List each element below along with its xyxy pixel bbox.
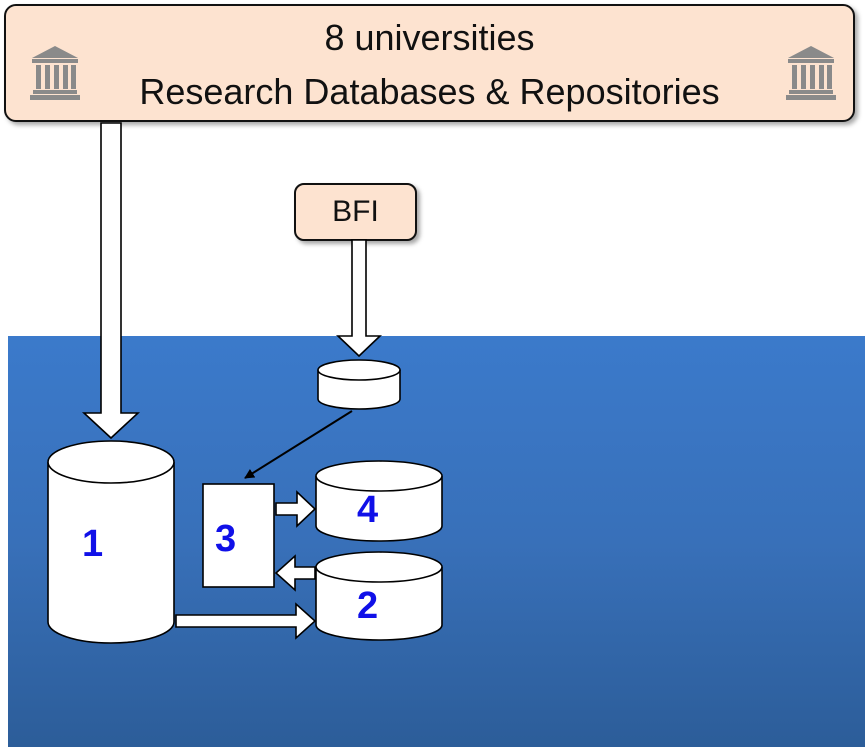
university-building-icon (786, 46, 836, 100)
bfi-database-cylinder (317, 359, 401, 410)
arrow-universities-to-db1 (81, 122, 141, 440)
database-1-cylinder (47, 440, 175, 644)
arrow-process3-to-db4 (275, 490, 317, 528)
arrow-bfi-db-to-process3 (244, 410, 353, 479)
arrow-bfi-to-db (336, 239, 382, 358)
universities-box: 8 universities Research Databases & Repo… (4, 4, 855, 122)
database-4-label: 4 (357, 489, 379, 531)
arrow-db1-to-db2 (175, 602, 317, 640)
arrow-db2-to-process3 (274, 554, 316, 592)
bfi-label: BFI (332, 195, 379, 228)
database-1-label: 1 (82, 523, 104, 565)
research-databases-text: Research Databases & Repositories (139, 71, 720, 112)
process-3-box (202, 483, 275, 588)
universities-count-text: 8 universities (324, 17, 535, 58)
database-4-cylinder (315, 460, 443, 542)
university-building-icon (30, 46, 80, 100)
database-2-cylinder (315, 551, 443, 641)
process-3-label: 3 (215, 518, 237, 560)
database-2-label: 2 (357, 585, 379, 627)
